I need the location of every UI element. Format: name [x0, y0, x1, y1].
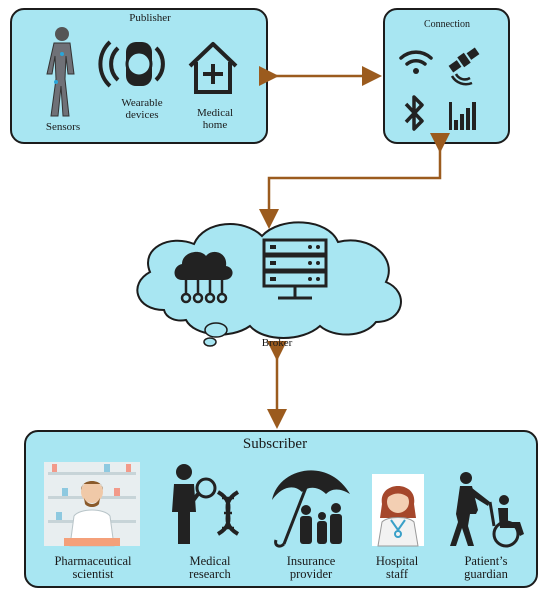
cloud-network-icon	[174, 251, 233, 304]
wearable-device-icon	[98, 40, 165, 88]
wearable-devices-label: Wearable devices	[121, 97, 163, 121]
medical-home-icon	[188, 42, 238, 94]
connection-panel	[383, 8, 510, 144]
satellite-icon	[448, 47, 480, 86]
broker-label: Broker	[261, 337, 293, 349]
publisher-title: Publisher	[129, 12, 171, 24]
dna-research-icon	[172, 464, 240, 544]
umbrella-family-icon	[272, 470, 350, 548]
signal-bars-icon	[449, 102, 476, 130]
subscriber-title: Subscriber	[242, 436, 308, 452]
server-rack-icon	[262, 238, 328, 300]
hospital-staff-label: Hospital staff	[375, 554, 419, 582]
insurance-provider-label: Insurance provider	[286, 554, 336, 582]
bluetooth-icon	[404, 95, 424, 131]
wheelchair-icon	[450, 472, 524, 548]
person-icon	[46, 27, 75, 117]
wifi-icon	[399, 50, 433, 74]
medical-research-label: Medical research	[189, 554, 231, 582]
broker-cloud	[136, 221, 402, 347]
pharmacist-icon	[44, 462, 140, 547]
patients-guardian-label: Patient’s guardian	[464, 554, 508, 582]
sensors-label: Sensors	[45, 121, 81, 133]
connection-title: Connection	[423, 19, 471, 30]
pharmaceutical-scientist-label: Pharmaceutical scientist	[54, 554, 132, 582]
nurse-icon	[372, 474, 424, 547]
medical-home-label: Medical home	[196, 107, 234, 131]
